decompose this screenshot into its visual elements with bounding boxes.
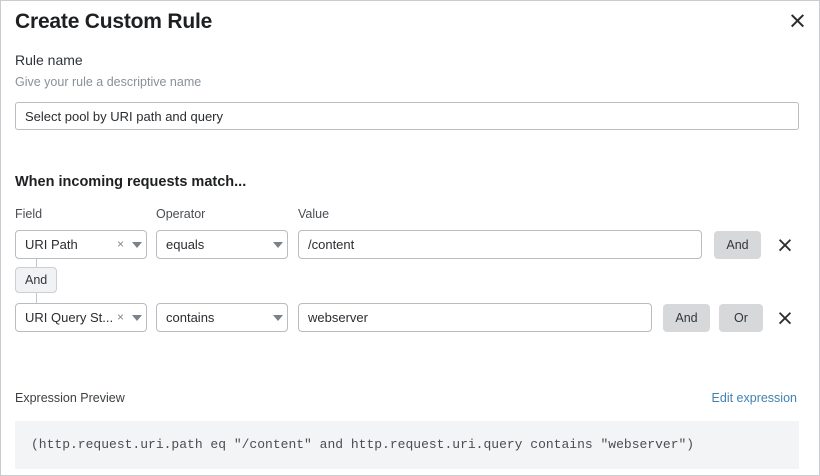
field-select-row-2[interactable]: URI Query St... × xyxy=(15,303,147,332)
and-button-row-1[interactable]: And xyxy=(714,231,761,259)
remove-condition-button-row-2[interactable] xyxy=(775,308,795,328)
rule-name-label: Rule name xyxy=(15,52,83,68)
edit-expression-link[interactable]: Edit expression xyxy=(711,391,797,405)
operator-select-row-1[interactable]: equals xyxy=(156,230,288,259)
column-header-field: Field xyxy=(15,207,43,221)
expression-preview-box: (http.request.uri.path eq "/content" and… xyxy=(15,421,799,469)
expression-preview-code: (http.request.uri.path eq "/content" and… xyxy=(31,437,695,452)
or-button-row-2[interactable]: Or xyxy=(719,304,763,332)
chevron-down-icon-field-row-1[interactable] xyxy=(128,231,146,258)
close-icon[interactable] xyxy=(786,9,808,31)
expression-preview-label: Expression Preview xyxy=(15,391,125,405)
match-section-heading: When incoming requests match... xyxy=(15,174,247,190)
field-select-value-row-1: URI Path xyxy=(25,237,78,252)
operator-select-row-2[interactable]: contains xyxy=(156,303,288,332)
rule-name-helper-text: Give your rule a descriptive name xyxy=(15,75,202,89)
chevron-down-icon-operator-row-1[interactable] xyxy=(269,231,287,258)
page-title: Create Custom Rule xyxy=(15,10,213,33)
value-input-row-1[interactable] xyxy=(298,230,702,259)
remove-condition-button-row-1[interactable] xyxy=(775,235,795,255)
column-header-operator: Operator xyxy=(156,207,206,221)
operator-select-value-row-2: contains xyxy=(166,310,215,325)
operator-select-value-row-1: equals xyxy=(166,237,205,252)
and-button-row-2[interactable]: And xyxy=(663,304,710,332)
field-select-row-1[interactable]: URI Path × xyxy=(15,230,147,259)
rule-name-input[interactable] xyxy=(15,102,799,130)
value-input-row-2[interactable] xyxy=(298,303,652,332)
clear-field-icon-row-2[interactable]: × xyxy=(116,309,124,324)
field-select-value-row-2: URI Query St... xyxy=(25,310,114,325)
chevron-down-icon-field-row-2[interactable] xyxy=(128,304,146,331)
clear-field-icon-row-1[interactable]: × xyxy=(116,236,124,251)
chevron-down-icon-operator-row-2[interactable] xyxy=(269,304,287,331)
connector-and-badge[interactable]: And xyxy=(15,267,58,293)
column-header-value: Value xyxy=(298,207,330,221)
